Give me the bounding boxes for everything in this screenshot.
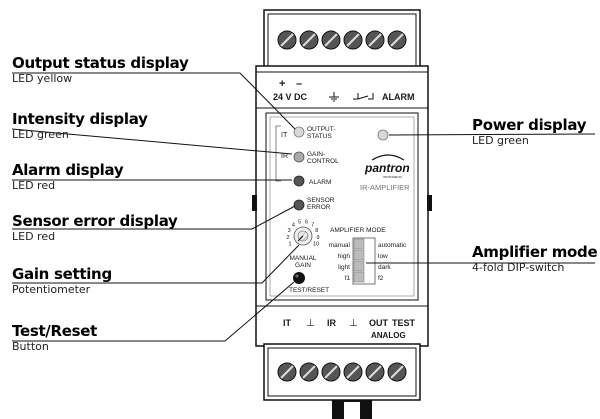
callout-subtitle: Potentiometer: [12, 283, 91, 296]
dial-number: 1: [288, 242, 291, 248]
dial-number: 3: [288, 228, 291, 234]
mode-automatic: automatic: [378, 242, 407, 249]
callout-alarm: Alarm display LED red: [12, 161, 124, 193]
callout-subtitle: LED yellow: [12, 72, 73, 85]
alarm-led: [293, 175, 305, 187]
callout-title: Sensor error display: [12, 212, 178, 230]
it-label: IT: [281, 132, 288, 139]
dial-number: 9: [316, 235, 319, 241]
power-led: [377, 129, 389, 141]
callout-title: Amplifier mode: [472, 243, 598, 261]
callout-subtitle: LED red: [12, 230, 56, 243]
screw-slot: [302, 33, 316, 47]
mode-high: high: [338, 253, 351, 260]
brand-tagline: INSTRUMENTS: [383, 175, 402, 179]
sensor-error-label-2: ERROR: [307, 204, 331, 211]
callout-gain-setting: Gain setting Potentiometer: [12, 265, 112, 297]
callout-subtitle: LED green: [12, 128, 69, 141]
bottom-ir-label: IR: [327, 318, 337, 328]
bottom-out-label: OUT: [369, 318, 389, 328]
callout-power: Power display LED green: [472, 116, 586, 148]
callout-output-status: Output status display LED yellow: [12, 54, 189, 86]
gain-control-label-2: CONTROL: [307, 158, 339, 165]
bottom-gnd1-label: ⊥: [306, 318, 315, 329]
alarm-led-label: ALARM: [309, 179, 331, 186]
screw-slot: [346, 365, 360, 379]
bottom-analog-label: ANALOG: [371, 331, 406, 340]
screw-slot: [390, 33, 404, 47]
screw-slot: [324, 33, 338, 47]
output-status-label-2: STATUS: [307, 133, 332, 140]
ir-label: IR: [281, 153, 288, 160]
manual-gain-label-1: MANUAL: [289, 255, 316, 262]
dip-switch[interactable]: [352, 237, 376, 285]
callout-title: Power display: [472, 116, 587, 134]
alarm-terminal-label: ALARM: [382, 92, 415, 102]
top-screw-row: [277, 30, 407, 50]
callout-title: Intensity display: [12, 110, 148, 128]
sensor-error-led: [293, 199, 305, 211]
mode-dark: dark: [378, 264, 391, 271]
bottom-test-label: TEST: [392, 318, 416, 328]
voltage-label: 24 V DC: [273, 92, 308, 102]
screw-slot: [346, 33, 360, 47]
manual-gain-label-2: GAIN: [295, 262, 311, 269]
dial-number: 8: [315, 228, 318, 234]
test-reset-label: TEST/RESET: [289, 287, 329, 294]
dial-number: 10: [313, 242, 319, 248]
callout-subtitle: LED red: [12, 179, 56, 192]
dial-number: 7: [311, 223, 314, 229]
callout-intensity: Intensity display LED green: [12, 110, 148, 142]
plus-label: +: [279, 78, 285, 90]
dial-number: 2: [286, 235, 289, 241]
callout-amplifier-mode: Amplifier mode 4-fold DIP-switch: [472, 243, 598, 275]
mode-manual: manual: [329, 242, 351, 249]
callout-sensor-error: Sensor error display LED red: [12, 212, 178, 244]
callout-title: Test/Reset: [12, 322, 97, 340]
brand-logo-arc: [371, 154, 405, 161]
gain-potentiometer[interactable]: [293, 226, 313, 246]
callout-title: Gain setting: [12, 265, 112, 283]
callout-subtitle: LED green: [472, 134, 529, 147]
screw-slot: [390, 365, 404, 379]
bottom-screw-row: [277, 362, 407, 382]
test-reset-button[interactable]: [293, 272, 305, 284]
output-status-led: [293, 126, 305, 138]
ground-symbol: [329, 92, 339, 102]
screw-slot: [280, 365, 294, 379]
mode-light: light: [338, 264, 350, 271]
output-status-label-1: OUTPUT-: [307, 126, 336, 133]
amplifier-mode-title: AMPLIFIER MODE: [330, 227, 386, 234]
screw-slot: [324, 365, 338, 379]
product-name: IR-AMPLIFIER: [360, 183, 410, 192]
bottom-it-label: IT: [283, 318, 292, 328]
callout-title: Output status display: [12, 54, 189, 72]
brand-name: pantron: [364, 161, 410, 175]
screw-slot: [368, 33, 382, 47]
gain-control-led: [293, 151, 305, 163]
leader-lines: [11, 72, 596, 342]
sensor-error-label-1: SENSOR: [307, 197, 335, 204]
mode-f2: f2: [378, 275, 384, 282]
dial-number: 5: [298, 219, 301, 225]
mode-f1: f1: [345, 275, 351, 282]
screw-slot: [302, 365, 316, 379]
callout-subtitle: Button: [12, 340, 49, 353]
front-panel: [265, 112, 419, 301]
relay-contact-icon: [353, 93, 374, 100]
gain-control-label-1: GAIN-: [307, 151, 325, 158]
callout-test-reset: Test/Reset Button: [12, 322, 97, 354]
dial-number: 4: [292, 223, 295, 229]
mode-low: low: [378, 253, 388, 260]
callout-subtitle: 4-fold DIP-switch: [472, 261, 565, 274]
callout-title: Alarm display: [12, 161, 124, 179]
minus-label: –: [296, 78, 302, 90]
screw-slot: [280, 33, 294, 47]
screw-slot: [368, 365, 382, 379]
dial-number: 6: [305, 219, 308, 225]
bottom-gnd2-label: ⊥: [349, 318, 358, 329]
